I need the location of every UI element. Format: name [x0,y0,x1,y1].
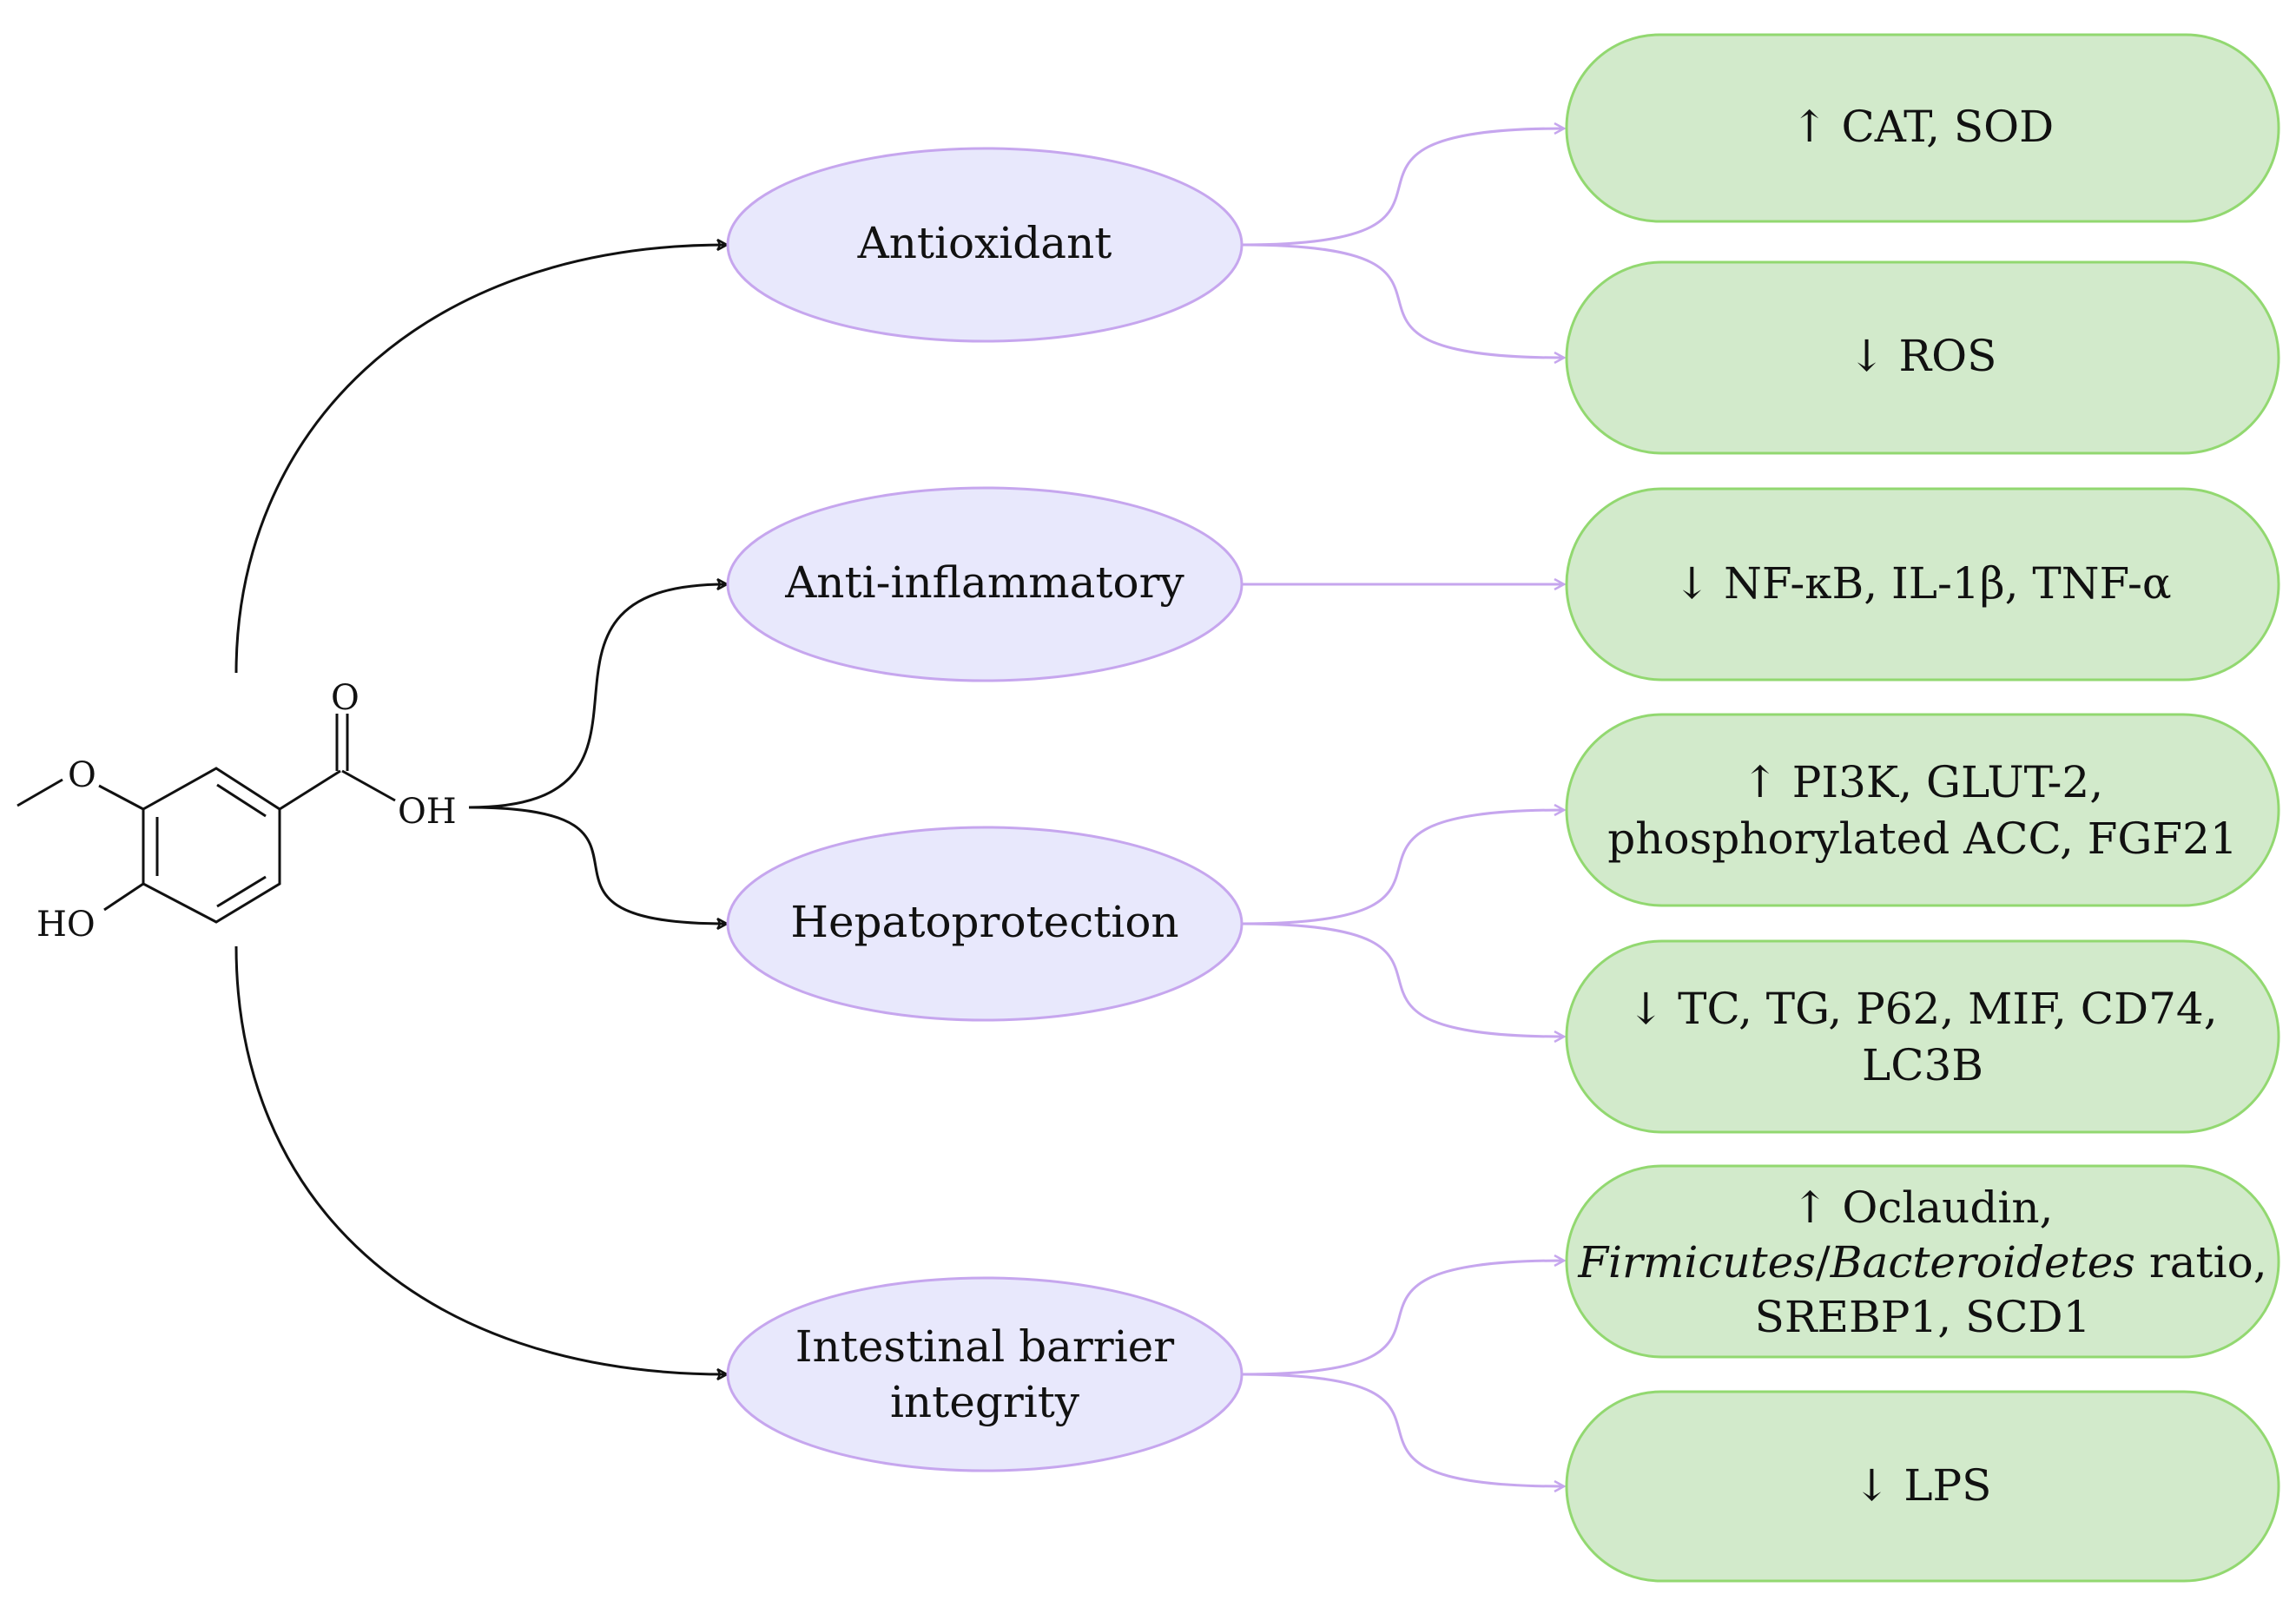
effect-ellipse [726,147,1244,343]
arrow-to-tc-tg [1241,922,1563,1037]
arrow-to-cat-sod [1241,128,1563,247]
effect-ellipse [726,1276,1244,1472]
acid-oh-bond [341,769,396,802]
effect-anti-inflammatory: Anti-inflammatory [726,486,1244,682]
bacteroidetes-text: Bacteroidetes [1830,1237,2135,1288]
outcome-pill [1565,33,2280,223]
methyl-bond [16,778,63,807]
effect-connectors [234,245,726,1374]
outcome-text-line-1: ↑ Oclaudin, [1792,1182,2054,1233]
outcome-pill [1565,260,2280,455]
effect-label: Hepatoprotection [790,897,1178,947]
effect-intestinal-barrier: Intestinal barrier integrity [726,1276,1244,1472]
outcome-pill [1565,487,2280,682]
outcome-oclaudin: ↑ Oclaudin, Firmicutes/Bacteroidetes rat… [1565,1164,2280,1359]
outcome-pill [1565,713,2280,907]
outcome-text: ↓ LPS [1854,1460,1992,1511]
arrow-to-intestinal-barrier [234,945,726,1374]
ring-double-bond-1 [216,783,267,818]
effect-label: Anti-inflammatory [784,557,1184,608]
arrow-to-ros [1241,243,1563,358]
carboxyl-bond [279,769,341,811]
outcome-text-line-2: phosphorylated ACC, FGF21 [1607,813,2237,864]
arrow-to-lps [1241,1373,1563,1486]
methoxy-bond [98,784,144,811]
carbonyl-oxygen-label: O [331,678,360,718]
outcome-pill [1565,939,2280,1134]
firmicutes-text: Firmicutes [1577,1237,1816,1288]
outcome-nfkb: ↓ NF-κB, IL-1β, TNF-α [1565,487,2280,682]
outcome-tc-tg: ↓ TC, TG, P62, MIF, CD74, LC3B [1565,939,2280,1134]
hydroxy-label: HO [36,905,96,945]
benzene-ring [142,767,281,924]
outcome-text-line-2: LC3B [1862,1040,1983,1090]
outcome-connectors [1241,128,1563,1486]
vanillic-acid-structure: O HO O OH [16,678,457,945]
ratio-separator: / [1816,1237,1831,1288]
arrow-to-pi3k [1241,810,1563,925]
methoxy-oxygen-label: O [68,755,96,795]
outcome-text-line-3: SREBP1, SCD1 [1755,1292,2091,1342]
outcome-text-line-1: ↓ TC, TG, P62, MIF, CD74, [1627,984,2217,1034]
ring-double-bond-2 [216,875,267,908]
effect-hepatoprotection: Hepatoprotection [726,826,1244,1022]
outcome-lps: ↓ LPS [1565,1390,2280,1583]
acid-oh-label: OH [398,792,457,832]
outcome-pill [1565,1164,2280,1359]
outcome-text: ↑ CAT, SOD [1791,102,2055,152]
outcome-ros: ↓ ROS [1565,260,2280,455]
arrow-to-antioxidant [234,245,726,674]
outcome-text-line-2: Firmicutes/Bacteroidetes ratio, [1577,1237,2266,1288]
ratio-text: ratio, [2135,1237,2267,1288]
arrow-to-anti-inflammatory [468,584,726,809]
effect-ellipse [726,486,1244,682]
outcome-pill [1565,1390,2280,1583]
outcome-cat-sod: ↑ CAT, SOD [1565,33,2280,223]
effect-label: Antioxidant [857,218,1112,268]
outcome-text: ↓ ROS [1849,331,1997,381]
arrow-to-oclaudin [1241,1261,1563,1376]
hydroxy-bond [103,882,144,912]
outcome-text-line-1: ↑ PI3K, GLUT-2, [1742,757,2103,807]
arrow-to-hepatoprotection [468,806,726,924]
effect-label-line-2: integrity [890,1377,1080,1427]
outcome-pi3k: ↑ PI3K, GLUT-2, phosphorylated ACC, FGF2… [1565,713,2280,907]
effect-ellipse [726,826,1244,1022]
effect-antioxidant: Antioxidant [726,147,1244,343]
effect-label-line-1: Intestinal barrier [795,1321,1174,1372]
outcome-text: ↓ NF-κB, IL-1β, TNF-α [1673,558,2171,609]
